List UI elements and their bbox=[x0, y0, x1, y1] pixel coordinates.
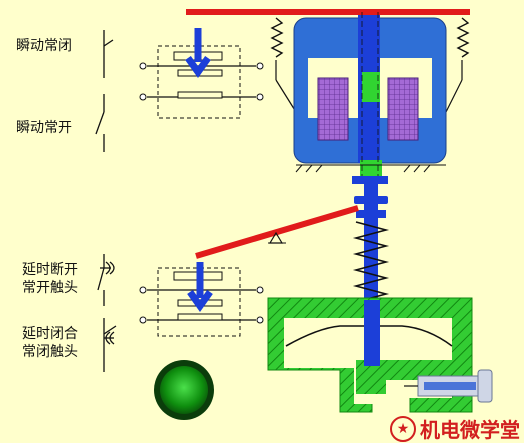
symbol-instant-no bbox=[95, 94, 105, 152]
left-spring bbox=[270, 17, 284, 58]
delayed-contact-block bbox=[139, 262, 264, 337]
label-delay-open-no-1: 延时断开 bbox=[22, 262, 78, 278]
right-coil-winding bbox=[387, 77, 419, 141]
delayed-push-arrow bbox=[187, 262, 213, 313]
reset-button[interactable] bbox=[154, 360, 214, 420]
label-delay-close-nc-1: 延时闭合 bbox=[22, 326, 78, 342]
label-instant-no: 瞬动常开 bbox=[16, 120, 72, 136]
left-coil-winding bbox=[317, 77, 349, 141]
symbol-delay-open-no bbox=[97, 254, 115, 306]
label-instant-nc: 瞬动常闭 bbox=[16, 38, 72, 54]
symbol-delay-close-nc bbox=[103, 318, 117, 372]
label-delay-close-nc-2: 常闭触头 bbox=[22, 344, 78, 360]
delay-adjust-screw[interactable] bbox=[404, 369, 493, 403]
star-circle-icon: ★ bbox=[390, 415, 416, 442]
push-rod-collar bbox=[352, 176, 388, 184]
brand-text: 机电微学堂 bbox=[420, 418, 520, 442]
release-spring bbox=[352, 221, 390, 303]
instant-push-arrow bbox=[185, 28, 211, 79]
label-delay-open-no-2: 常开触头 bbox=[22, 280, 78, 296]
top-mount-bar bbox=[186, 9, 470, 15]
armature bbox=[362, 72, 380, 102]
delay-lever bbox=[195, 205, 359, 259]
symbol-instant-nc bbox=[103, 30, 114, 78]
armature-rod bbox=[360, 160, 382, 178]
electromagnet bbox=[293, 15, 447, 178]
brand-watermark: ★ 机电微学堂 bbox=[390, 414, 520, 443]
magnet-base-hatching bbox=[295, 164, 446, 173]
instant-contact-block bbox=[139, 28, 264, 119]
right-spring bbox=[456, 17, 470, 58]
